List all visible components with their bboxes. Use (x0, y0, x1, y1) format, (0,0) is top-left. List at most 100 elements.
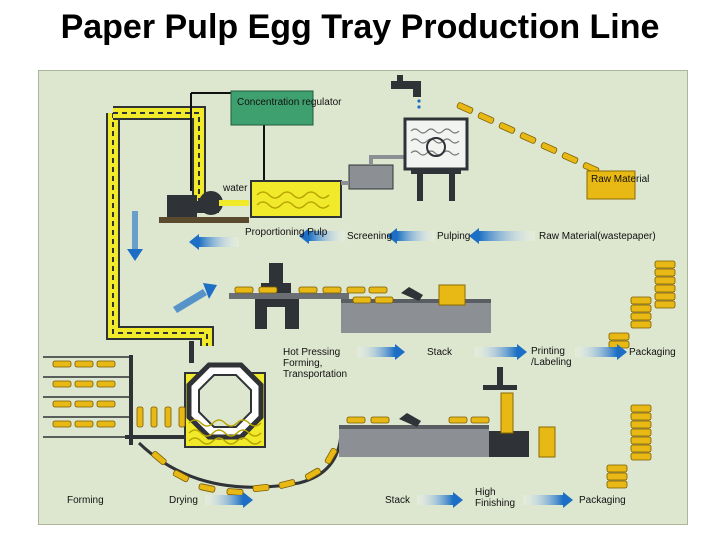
raw-material-conveyor (456, 102, 600, 174)
egg-tray (96, 360, 116, 368)
egg-tray (52, 400, 72, 408)
egg-tray (304, 467, 322, 481)
concentration-regulator: Concentration regulator (230, 90, 342, 126)
egg-tray (630, 436, 652, 445)
tray-row-bottom (346, 416, 490, 424)
egg-tray (374, 296, 394, 304)
flow-row-2: Hot Pressing Forming, Transportation Sta… (283, 344, 676, 380)
tray-row-top (234, 286, 394, 304)
egg-tray (198, 483, 216, 493)
egg-tray (630, 312, 652, 321)
egg-tray (630, 320, 652, 329)
egg-tray (322, 286, 342, 294)
proportioning-pulp-label: Proportioning Pulp (245, 227, 328, 238)
egg-tray (498, 122, 516, 134)
pulper (403, 117, 469, 201)
svg-text:Raw Material: Raw Material (591, 174, 649, 185)
tray-row-forming (52, 360, 116, 428)
forming-rack (43, 355, 185, 445)
flow-arrow-icon (173, 283, 217, 313)
flow-row-3: Forming Drying Stack High Finishing Pack… (67, 487, 626, 509)
pulping-label: Pulping (437, 231, 470, 242)
egg-tray (74, 400, 94, 408)
flow-arrow-icon (127, 211, 143, 261)
egg-tray (74, 420, 94, 428)
egg-tray (52, 420, 72, 428)
egg-tray (298, 286, 318, 294)
egg-tray (654, 300, 676, 309)
egg-tray (606, 464, 628, 473)
egg-tray (258, 286, 278, 294)
egg-tray (630, 420, 652, 429)
egg-tray (52, 360, 72, 368)
tray-stack-packaged-top (608, 260, 676, 349)
egg-tray (630, 404, 652, 413)
egg-tray (448, 416, 468, 424)
egg-tray (136, 406, 144, 428)
egg-tray (606, 480, 628, 489)
egg-tray (252, 483, 270, 493)
egg-tray (368, 286, 388, 294)
egg-tray (654, 284, 676, 293)
egg-tray (519, 132, 537, 144)
egg-tray (352, 296, 372, 304)
gear-icon (426, 137, 446, 157)
bottom-conveyor-curve (137, 432, 343, 489)
egg-tray (654, 268, 676, 277)
hot-pressing-label: Hot Pressing Forming, Transportation (283, 347, 347, 380)
egg-tray (74, 380, 94, 388)
egg-tray (654, 260, 676, 269)
egg-tray (178, 406, 186, 428)
egg-tray (234, 286, 254, 294)
egg-tray (370, 416, 390, 424)
egg-tray (540, 142, 558, 154)
egg-tray (74, 360, 94, 368)
egg-tray (150, 406, 158, 428)
egg-tray (608, 332, 630, 341)
water-label: water (222, 183, 248, 194)
flow-row-1: Raw Material(wastepaper) Pulping Screeni… (189, 227, 656, 250)
page-title: Paper Pulp Egg Tray Production Line (60, 8, 660, 46)
egg-tray (151, 450, 167, 466)
water-tap-icon (391, 75, 421, 109)
egg-tray (630, 296, 652, 305)
raw-material-wastepaper-label: Raw Material(wastepaper) (539, 231, 656, 242)
egg-tray (630, 428, 652, 437)
drying-label: Drying (169, 495, 198, 506)
forming-label: Forming (67, 495, 104, 506)
egg-tray (606, 472, 628, 481)
egg-tray (456, 102, 474, 114)
egg-tray (96, 420, 116, 428)
drying-machine (184, 341, 266, 448)
printing-labeling-label: Printing /Labeling (531, 346, 572, 368)
stack-bottom-label: Stack (385, 495, 411, 506)
egg-tray (324, 447, 338, 465)
hot-press-machine (229, 263, 349, 333)
egg-tray (470, 416, 490, 424)
pump-motor (159, 191, 249, 223)
egg-tray (346, 416, 366, 424)
egg-tray (477, 112, 495, 124)
pulp-pipe (106, 106, 214, 346)
egg-tray (226, 488, 244, 496)
stack-top-label: Stack (427, 347, 453, 358)
egg-tray (96, 380, 116, 388)
process-diagram: Concentration regulator water (38, 70, 688, 525)
egg-tray (278, 479, 296, 489)
raw-material-box: Raw Material (586, 170, 649, 200)
egg-tray (52, 380, 72, 388)
packaging-bottom-label: Packaging (579, 495, 626, 506)
egg-tray (630, 412, 652, 421)
egg-tray (172, 469, 190, 483)
screening-label: Screening (347, 231, 392, 242)
tray-row-standing (136, 406, 186, 428)
finishing-conveyor (339, 392, 556, 458)
egg-tray (164, 406, 172, 428)
egg-tray (96, 400, 116, 408)
egg-tray (630, 444, 652, 453)
egg-tray (654, 292, 676, 301)
proportioning-tank (219, 180, 342, 218)
egg-tray (630, 452, 652, 461)
packaging-top-label: Packaging (629, 347, 676, 358)
egg-tray (630, 304, 652, 313)
